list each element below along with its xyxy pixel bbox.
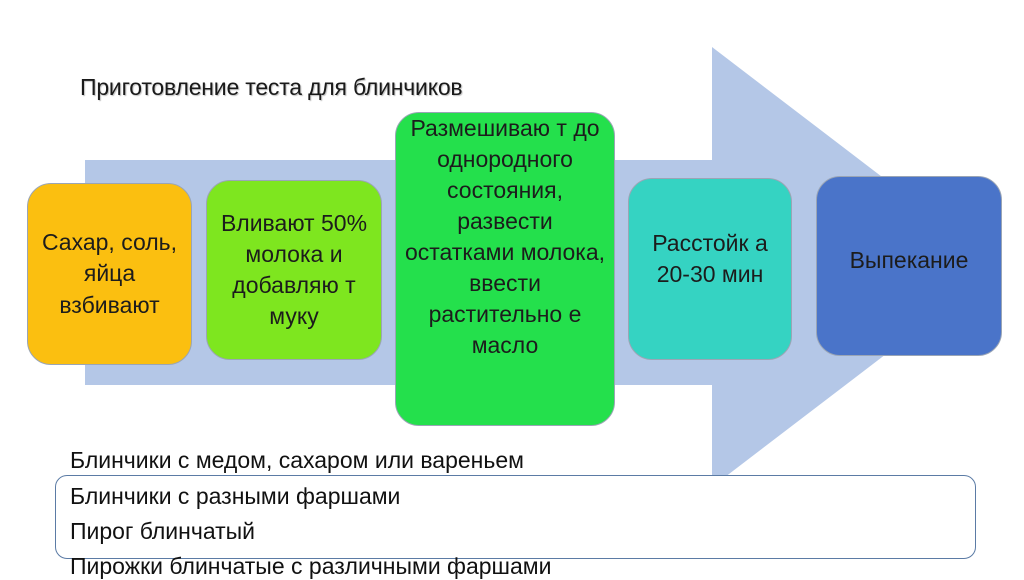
page-title: Приготовление теста для блинчиков	[80, 74, 463, 100]
step-2-text: Вливают 50% молока и добавляю т муку	[220, 209, 368, 330]
product-item-1: Блинчики с медом, сахаром или вареньем	[70, 447, 524, 473]
step-2-box: Вливают 50% молока и добавляю т муку	[206, 180, 382, 360]
step-3-box: Размешиваю т до однородного состояния, р…	[395, 112, 615, 426]
step-4-text: Расстойк а 20-30 мин	[652, 229, 768, 287]
products-box	[55, 475, 976, 559]
product-item-4: Пирожки блинчатые с различными фаршами	[70, 553, 552, 579]
step-5-text: Выпекание	[849, 247, 969, 274]
step-3-text: Размешиваю т до однородного состояния, р…	[404, 115, 606, 359]
product-item-2: Блинчики с разными фаршами	[70, 483, 401, 509]
step-1-text: Сахар, соль, яйца взбивают	[41, 229, 178, 318]
step-5-box: Выпекание	[816, 176, 1002, 356]
step-4-box: Расстойк а 20-30 мин	[628, 178, 792, 360]
product-item-3: Пирог блинчатый	[70, 518, 256, 544]
step-1-box: Сахар, соль, яйца взбивают	[27, 183, 192, 365]
